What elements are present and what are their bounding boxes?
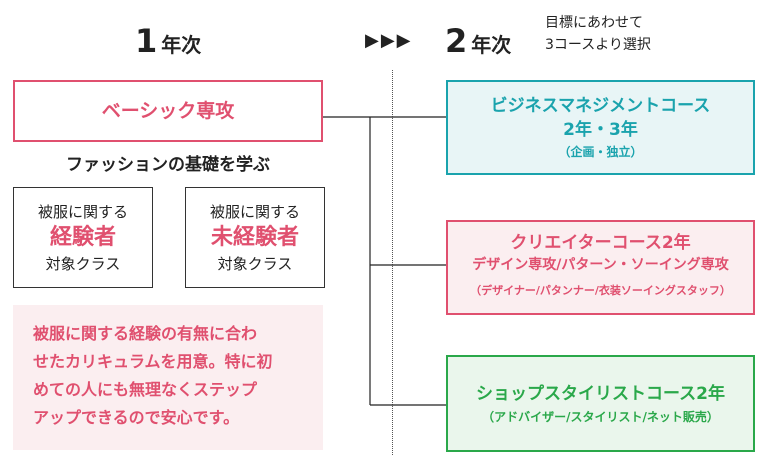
arrows-icon: ▶▶▶ [365, 30, 413, 51]
target-line: 被服に関する [209, 203, 300, 221]
description-box: 被服に関する経験の有無に合わ せたカリキュラムを用意。特に初 めての人にも無理な… [13, 305, 323, 450]
description-line: めての人にも無理なくステップ [33, 380, 258, 399]
target-line: 対象クラス [217, 255, 293, 273]
course-note: （アドバイザー/スタイリスト/ネット販売） [482, 410, 719, 424]
target-label: 経験者 [49, 225, 116, 250]
course-sub: デザイン専攻/パターン・ソーイング専攻 [472, 257, 729, 273]
course-box-creator: クリエイターコース2年 デザイン専攻/パターン・ソーイング専攻 （デザイナー/パ… [446, 220, 755, 315]
year-label: 年次 [161, 33, 202, 57]
course-note: （企画・独立） [558, 145, 643, 159]
course-note: （デザイナー/パタンナー/衣装ソーイングスタッフ） [470, 284, 731, 297]
basic-title: ベーシック専攻 [101, 100, 235, 122]
course-box-shop-stylist: ショップスタイリストコース2年 （アドバイザー/スタイリスト/ネット販売） [446, 355, 755, 452]
course-sub: 2年・3年 [563, 120, 638, 140]
target-box-experienced: 被服に関する 経験者 対象クラス [13, 187, 153, 288]
target-label: 未経験者 [210, 225, 299, 250]
year-number: 1 [135, 22, 158, 60]
description-line: 被服に関する経験の有無に合わ [33, 324, 258, 343]
year-label: 年次 [471, 33, 512, 57]
course-box-business: ビジネスマネジメントコース 2年・3年 （企画・独立） [446, 80, 755, 175]
description-line: アップできるので安心です。 [33, 408, 240, 427]
course-title: クリエイターコース2年 [510, 233, 691, 253]
divider-dotted [392, 70, 393, 455]
basic-course-box: ベーシック専攻 [13, 80, 323, 142]
note-line: 3コースより選択 [545, 37, 651, 53]
basic-subtitle: ファッションの基礎を学ぶ [66, 155, 270, 175]
description-line: せたカリキュラムを用意。特に初 [33, 352, 273, 371]
note-line: 目標にあわせて [545, 15, 643, 31]
course-title: ビジネスマネジメントコース [490, 96, 711, 116]
course-title: ショップスタイリストコース2年 [476, 384, 725, 404]
target-box-inexperienced: 被服に関する 未経験者 対象クラス [185, 187, 325, 288]
year2-note: 目標にあわせて 3コースより選択 [545, 12, 651, 56]
target-line: 対象クラス [45, 255, 121, 273]
year-number: 2 [445, 22, 468, 60]
target-line: 被服に関する [37, 203, 128, 221]
